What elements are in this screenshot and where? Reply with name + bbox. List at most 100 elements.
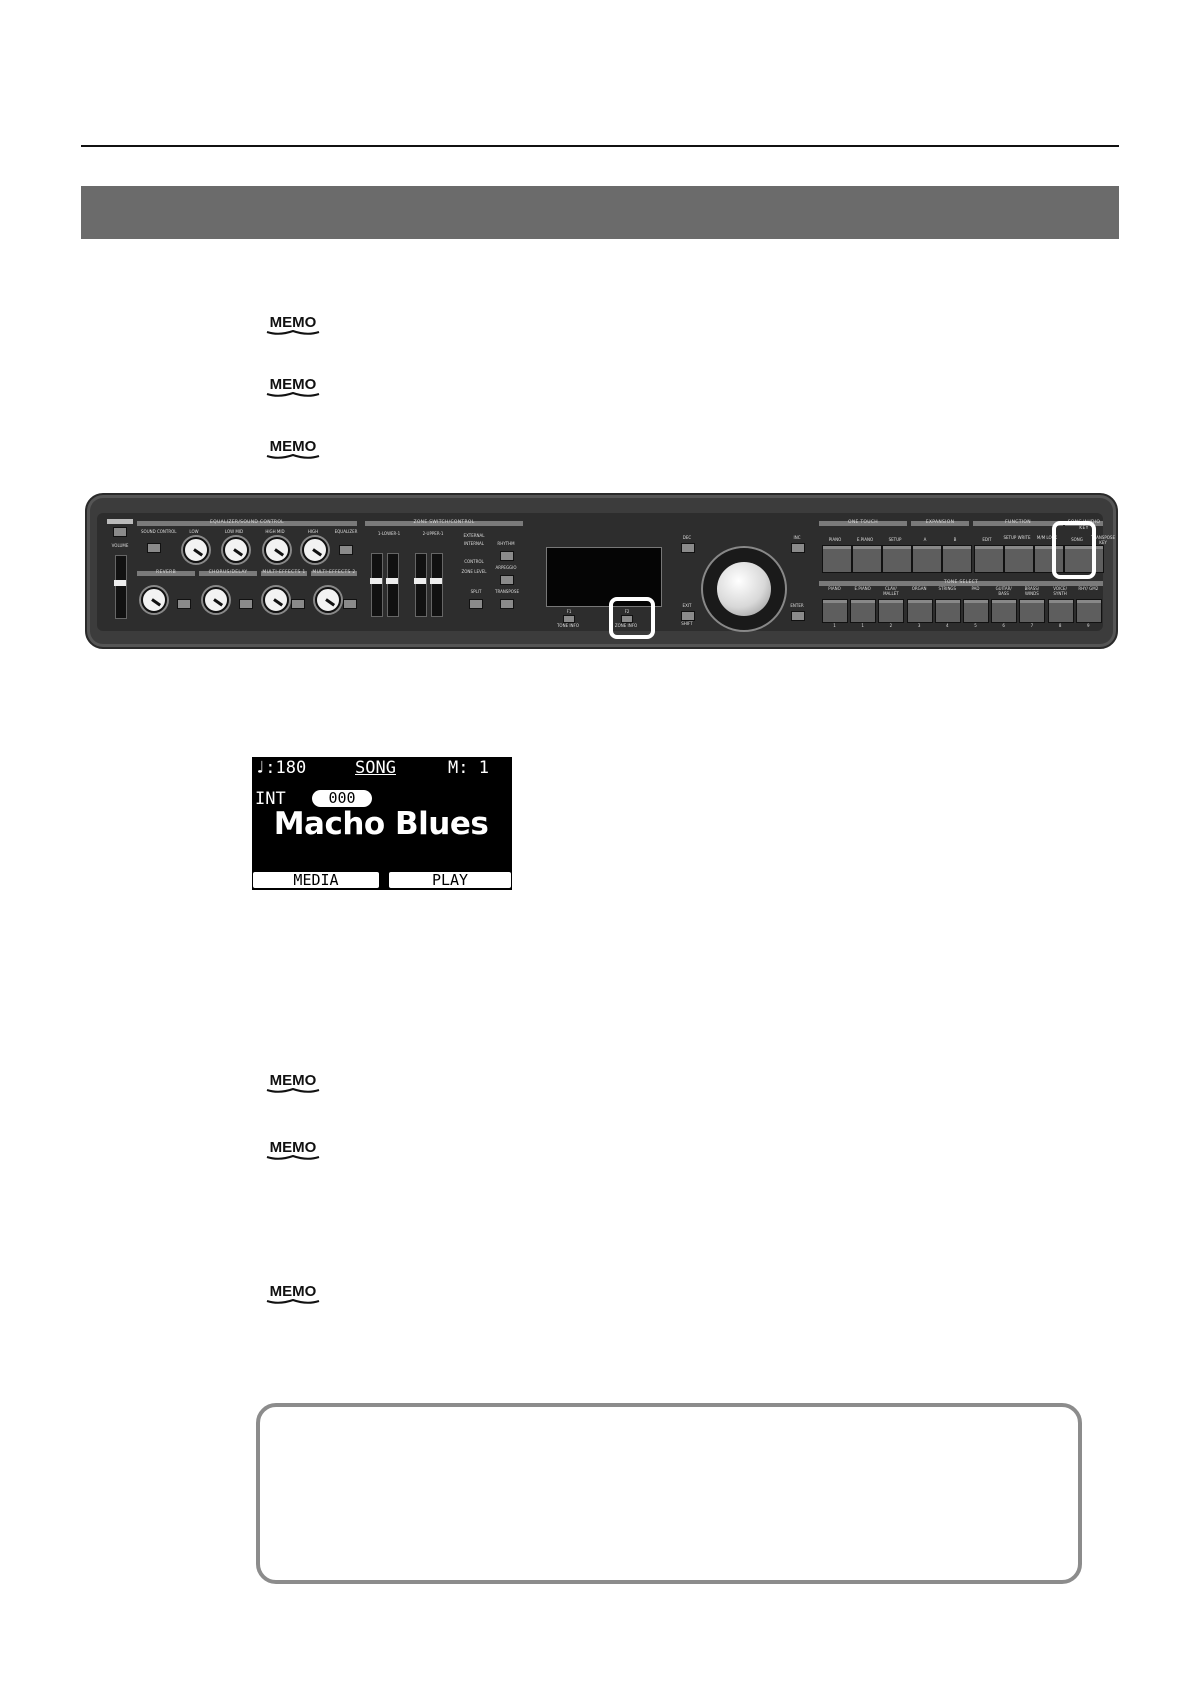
enter-button[interactable] xyxy=(791,611,805,621)
chorus-knob[interactable] xyxy=(203,587,229,613)
rhythm-button[interactable] xyxy=(500,551,514,561)
equalizer-section: EQUALIZER/SOUND CONTROL xyxy=(137,520,357,526)
chorus-button[interactable] xyxy=(239,599,253,609)
setup-button[interactable] xyxy=(882,545,912,573)
tone-select-button[interactable] xyxy=(963,599,989,623)
volume-slider[interactable] xyxy=(114,555,127,619)
exit-button[interactable] xyxy=(681,611,695,621)
knob-label: HIGH xyxy=(307,529,319,534)
mode-label: SONG xyxy=(355,758,396,778)
mfx2-knob[interactable] xyxy=(315,587,341,613)
zone-label: 2-UPPER-1 xyxy=(422,531,444,536)
zone-option: RHYTHM xyxy=(497,541,515,546)
svg-text:MEMO: MEMO xyxy=(270,376,317,393)
svg-text:MEMO: MEMO xyxy=(270,438,317,455)
memo-icon: MEMO xyxy=(265,1135,321,1161)
knob-label: EQUALIZER xyxy=(334,529,358,534)
tone-button-label: PAD xyxy=(971,586,980,591)
f1-sublabel: TONE INFO xyxy=(556,623,579,628)
one-touch-section: ONE TOUCH xyxy=(819,520,907,526)
panel-button[interactable] xyxy=(113,527,127,537)
zone-option: TRANSPOSE xyxy=(495,589,519,594)
function-section: FUNCTION xyxy=(973,520,1063,526)
tone-select-button[interactable] xyxy=(1075,599,1102,623)
arpeggio-button[interactable] xyxy=(500,575,514,585)
shift-label: SHIFT xyxy=(681,621,693,626)
zone-slider[interactable] xyxy=(414,553,427,617)
low-knob[interactable] xyxy=(183,537,209,563)
reverb-button[interactable] xyxy=(177,599,191,609)
tone-select-button[interactable] xyxy=(1019,599,1046,623)
section-title: MULTI-EFFECTS 1 xyxy=(262,570,306,575)
section-title: ONE TOUCH xyxy=(848,520,878,525)
mfx1-knob[interactable] xyxy=(263,587,289,613)
inc-button[interactable] xyxy=(791,543,805,553)
high-knob[interactable] xyxy=(302,537,328,563)
dec-button[interactable] xyxy=(681,543,695,553)
f1-button[interactable] xyxy=(563,615,575,623)
memo-icon: MEMO xyxy=(265,1279,321,1305)
tone-select-button[interactable] xyxy=(850,599,877,623)
transpose-button[interactable] xyxy=(500,599,514,609)
knob-label: LOW MID xyxy=(224,529,244,534)
tone-select-button[interactable] xyxy=(991,599,1018,623)
tone-button-label: GUITAR/ BASS xyxy=(995,586,1012,596)
zone-slider[interactable] xyxy=(386,553,399,617)
expansion-b-button[interactable] xyxy=(942,545,972,573)
one-touch-piano-button[interactable] xyxy=(822,545,852,573)
song-button[interactable] xyxy=(1064,545,1094,573)
play-button[interactable]: PLAY xyxy=(389,872,511,888)
tone-select-button[interactable] xyxy=(906,599,933,623)
memo-icon: MEMO xyxy=(265,434,321,460)
mfx2-button[interactable] xyxy=(343,599,357,609)
inc-label: INC xyxy=(793,535,801,540)
expansion-a-button[interactable] xyxy=(912,545,942,573)
button-label: TRANSPOSE KEY xyxy=(1091,535,1115,545)
tone-button-label: VOICE/ SYNTH xyxy=(1053,586,1067,596)
button-label: SETUP xyxy=(888,537,902,542)
tone-button-label: BRASS/ WINDS xyxy=(1024,586,1040,596)
zone-slider[interactable] xyxy=(370,553,383,617)
zone-section: ZONE SWITCH/CONTROL xyxy=(365,520,523,526)
brand-logo xyxy=(107,519,133,524)
f2-button[interactable] xyxy=(621,615,633,623)
mfx1-button[interactable] xyxy=(291,599,305,609)
song-button-highlight xyxy=(1052,521,1096,579)
button-label: PIANO xyxy=(828,537,842,542)
svg-text:MEMO: MEMO xyxy=(270,1139,317,1156)
song-name: Macho Blues xyxy=(273,806,489,842)
tone-select-button[interactable] xyxy=(822,599,848,623)
zone-option: ARPEGGIO xyxy=(495,565,517,570)
low-mid-knob[interactable] xyxy=(223,537,249,563)
button-label: B xyxy=(953,537,957,542)
edit-button[interactable] xyxy=(974,545,1004,573)
tone-select-button[interactable] xyxy=(1047,599,1074,623)
section-title: CHORUS/DELAY xyxy=(208,570,248,575)
tone-select-button[interactable] xyxy=(878,599,905,623)
enter-label: ENTER xyxy=(790,603,804,608)
split-button[interactable] xyxy=(469,599,483,609)
tone-button-number: 6 xyxy=(1002,623,1005,628)
tone-button-number: 1 xyxy=(833,623,836,628)
section-title: FUNCTION xyxy=(1005,520,1031,525)
reverb-knob[interactable] xyxy=(141,587,167,613)
mfx1-section: MULTI-EFFECTS 1 xyxy=(261,570,307,576)
tone-select-button[interactable] xyxy=(934,599,961,623)
value-dial[interactable] xyxy=(701,546,787,632)
button-label: E.PIANO xyxy=(856,537,874,542)
sound-control-button[interactable] xyxy=(147,543,161,553)
setup-write-button[interactable] xyxy=(1004,545,1034,573)
one-touch-epiano-button[interactable] xyxy=(852,545,882,573)
source-label: INT xyxy=(255,789,286,809)
panel-surface: VOLUME EQUALIZER/SOUND CONTROL SOUND CON… xyxy=(97,513,1115,639)
tone-button-label: ORGAN xyxy=(911,586,927,591)
expansion-section: EXPANSION xyxy=(911,520,969,526)
f2-sublabel: ZONE INFO xyxy=(614,623,638,628)
media-button[interactable]: MEDIA xyxy=(253,872,379,888)
f1-label: F1 xyxy=(566,609,572,614)
equalizer-button[interactable] xyxy=(339,545,353,555)
mm-lock-button[interactable] xyxy=(1034,545,1064,573)
button-label: SETUP WRITE xyxy=(1003,535,1031,540)
high-mid-knob[interactable] xyxy=(264,537,290,563)
zone-slider[interactable] xyxy=(430,553,443,617)
